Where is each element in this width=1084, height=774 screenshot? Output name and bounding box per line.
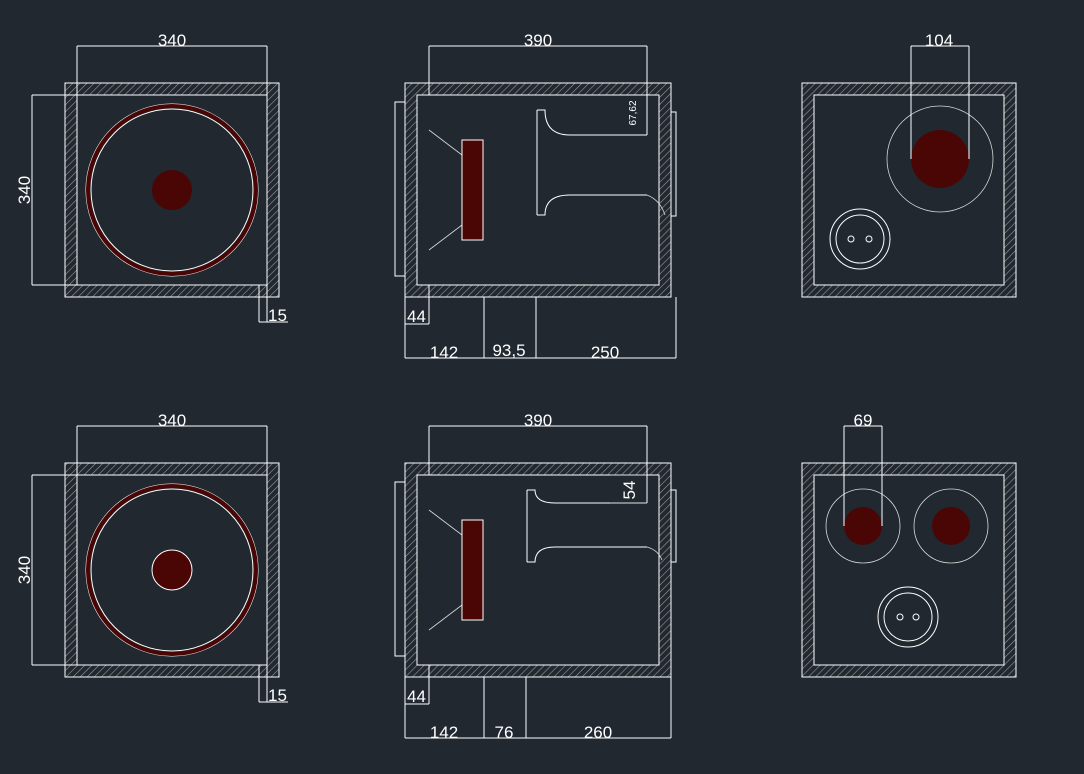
top-side-seg1-label: 44 [407,307,426,326]
bottom-front-dims: 340 340 15 [15,411,288,705]
bottom-front-view: 340 340 15 [15,411,288,705]
bottom-side-seg3-label: 76 [495,723,514,742]
top-side-seg2-label: 142 [430,343,458,362]
bottom-side-driver [428,509,484,631]
bottom-side-box [394,462,677,678]
top-rear-port-label: 104 [925,31,953,50]
top-front-view: 340 340 15 [15,31,288,325]
bottom-side-depth-label: 390 [524,411,552,430]
bottom-front-box [64,462,280,678]
top-rear-box [801,82,1017,298]
bottom-front-dust-cap [151,549,193,591]
top-front-width-label: 340 [158,31,186,50]
top-side-box [394,82,677,298]
bottom-side-seg4-label: 260 [584,723,612,742]
top-side-driver [428,129,484,251]
bottom-side-view: 390 54 44 142 76 260 [394,411,677,742]
bottom-side-seg1-label: 44 [407,687,426,706]
bottom-rear-view: 69 [801,411,1017,678]
top-front-box [64,82,280,298]
top-side-dims: 390 67,62 44 142 93,5 250 [404,31,677,362]
top-side-seg3-label: 93,5 [492,341,525,360]
top-front-dust-cap [152,170,192,210]
top-side-depth-label: 390 [524,31,552,50]
bottom-rear-terminal [877,586,939,648]
bottom-rear-dims: 69 [843,411,883,526]
bottom-side-port [526,489,663,563]
top-side-view: 390 67,62 44 142 93,5 250 [394,31,677,362]
bottom-front-woofer [85,483,259,657]
bottom-front-wall-label: 15 [268,686,287,705]
bottom-front-height-label: 340 [15,556,34,584]
bottom-side-dims: 390 54 44 142 76 260 [404,411,672,742]
bottom-rear-port-label: 69 [854,411,873,430]
top-front-dims: 340 340 15 [15,31,288,325]
top-rear-view: 104 [801,31,1017,298]
bottom-side-seg2-label: 142 [430,723,458,742]
top-side-port [536,109,666,216]
top-rear-dims: 104 [910,31,970,159]
bottom-rear-port-right [913,488,989,564]
top-side-magnet [461,139,484,241]
top-front-woofer [85,103,259,277]
top-front-wall-label: 15 [268,306,287,325]
bottom-side-magnet [461,519,484,621]
top-side-port-height-label: 67,62 [628,100,639,125]
bottom-side-port-height-label: 54 [620,481,639,500]
bottom-rear-port-left [825,488,901,564]
bottom-rear-box [801,462,1017,678]
top-rear-port [886,105,994,213]
top-side-seg4-label: 250 [591,343,619,362]
top-rear-terminal [829,208,891,270]
bottom-front-width-label: 340 [158,411,186,430]
top-front-height-label: 340 [15,176,34,204]
